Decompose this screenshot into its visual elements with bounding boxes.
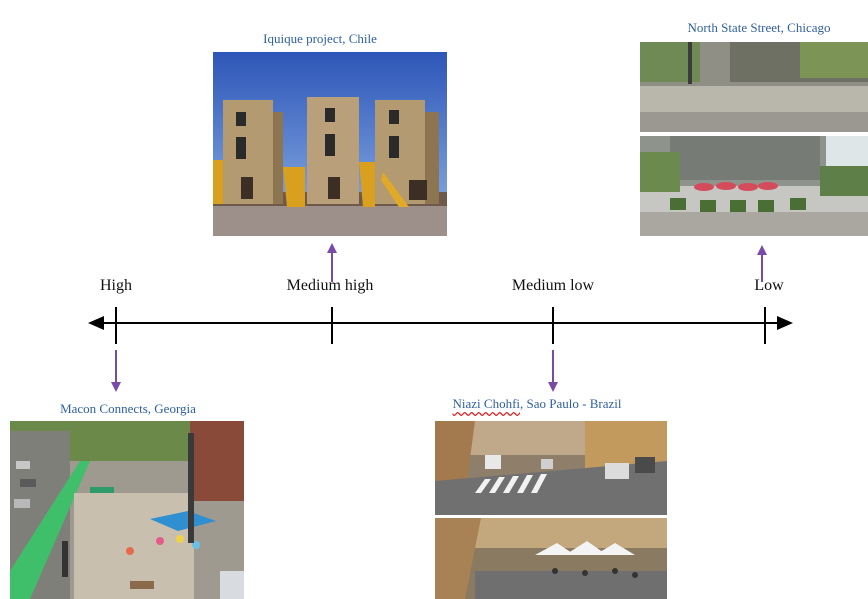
caption-north-state: North State Street, Chicago — [687, 20, 831, 35]
scale-label-medium-low: Medium low — [511, 277, 595, 294]
caption-niazi-name: Niazi Chohfi — [452, 396, 521, 411]
axis-left-arrowhead — [88, 316, 104, 330]
macon-connects-image — [10, 421, 244, 599]
caption-macon: Macon Connects, Georgia — [60, 401, 196, 416]
axis-right-arrowhead — [777, 316, 793, 330]
scale-label-medium-high: Medium high — [286, 277, 374, 294]
photo-macon — [10, 421, 244, 599]
scale-label-high: High — [100, 277, 132, 294]
caption-niazi-rest: , Sao Paulo - Brazil — [520, 396, 622, 411]
photo-niazi — [435, 421, 667, 599]
photo-iquique — [213, 52, 447, 236]
niazi-chohfi-image — [435, 421, 667, 599]
iquique-housing-image — [213, 52, 447, 236]
caption-iquique: Iquique project, Chile — [263, 31, 377, 46]
photo-north-state — [640, 42, 868, 236]
caption-niazi: Niazi Chohfi, Sao Paulo - Brazil — [453, 396, 622, 412]
scale-label-low: Low — [754, 277, 784, 294]
north-state-street-image — [640, 42, 868, 236]
